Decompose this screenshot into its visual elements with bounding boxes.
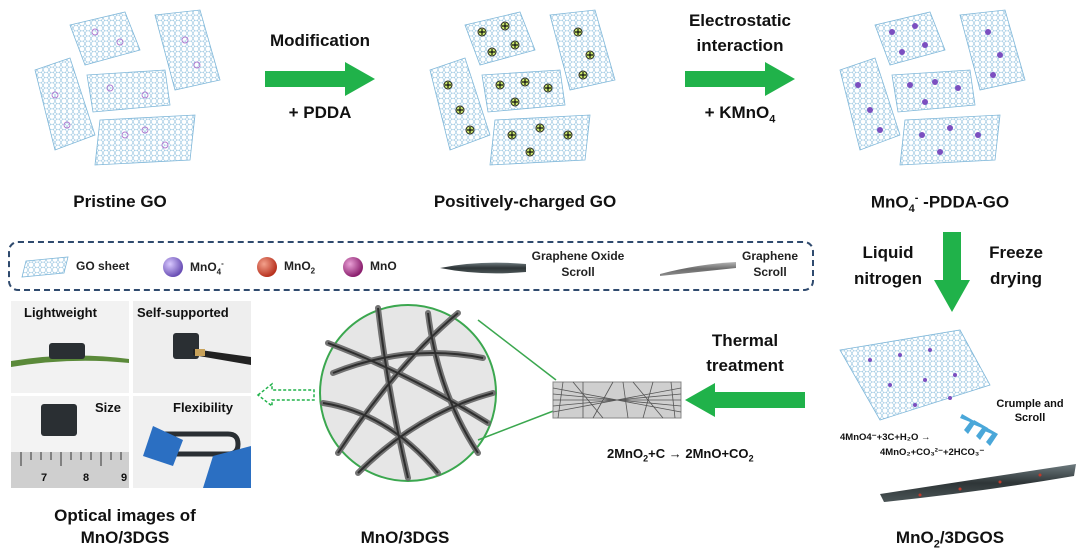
tem-circle-image <box>319 304 497 482</box>
legend-mno2-text: MnO <box>284 259 311 273</box>
mno-ball-icon <box>343 257 363 277</box>
kmno4-text: + KMnO <box>704 103 770 122</box>
mno2-ball-icon <box>257 257 277 277</box>
legend-graphene-scroll-line1: Graphene <box>741 249 798 263</box>
reaction-eq-line2: 4MnO₂+CO₃²⁻+2HCO₃⁻ <box>880 447 985 458</box>
optical-images-caption-line2: MnO/3DGS <box>80 528 170 547</box>
ruler-8: 8 <box>83 472 90 484</box>
liquid-label: Liquid <box>862 243 914 262</box>
flexibility-caption: Flexibility <box>173 400 233 415</box>
positively-charged-go-caption: Positively-charged GO <box>433 192 617 211</box>
mno2-3dgos-scroll <box>880 464 1076 502</box>
mno-3dgs-caption: MnO/3DGS <box>360 528 450 547</box>
legend-mno2: MnO2 <box>284 259 315 275</box>
go-sheet-icon <box>21 256 69 278</box>
legend-mno2-sub: 2 <box>310 266 316 276</box>
optical-images-caption-line1: Optical images of <box>54 506 196 525</box>
electrostatic-label: Electrostatic <box>688 11 792 30</box>
pdda-label: + PDDA <box>288 103 352 122</box>
3dgos-text: /3DGOS <box>939 528 1005 547</box>
mno4-sup: - <box>914 192 919 204</box>
size-caption: Size <box>95 400 122 415</box>
mno2-sub: 2 <box>933 538 940 551</box>
zoom-lines <box>477 319 557 441</box>
mno4-pdda-go-illustration <box>839 9 1026 166</box>
ruler-7: 7 <box>41 472 48 484</box>
legend-graphene-scroll-line2: Scroll <box>753 265 787 279</box>
drying-label: drying <box>990 269 1042 288</box>
arrow-electrostatic <box>685 62 795 96</box>
reaction-eq-line1: 4MnO4⁻+3C+H₂O → <box>840 432 931 443</box>
pristine-go-caption: Pristine GO <box>73 192 167 211</box>
photo-flexibility <box>133 396 251 488</box>
crumple-label-line2: Scroll <box>1014 412 1046 424</box>
crumple-sheet-illustration <box>839 329 991 421</box>
modification-label: Modification <box>269 31 371 50</box>
crumple-chevrons-icon <box>960 414 998 446</box>
treatment-label: treatment <box>706 356 784 375</box>
photo-self-supported <box>133 301 251 393</box>
legend-box: GO sheet MnO4- MnO2 MnO Graphene Oxide S… <box>8 241 814 291</box>
mno2-text: MnO <box>895 528 934 547</box>
thermal-equation: 2MnO2+C → 2MnO+CO2 <box>607 446 754 464</box>
photo-size: 7 8 9 <box>11 396 129 488</box>
legend-go-scroll-line1: Graphene Oxide <box>531 249 625 263</box>
go-scroll-icon <box>440 262 526 274</box>
legend-mno: MnO <box>370 259 397 273</box>
lightweight-caption: Lightweight <box>24 305 97 320</box>
kmno4-sub: 4 <box>769 113 776 126</box>
ruler-9: 9 <box>121 472 128 484</box>
mno-3dgs-block <box>552 381 682 419</box>
eq-sub2: 2 <box>748 453 754 464</box>
legend-mno4-sup: - <box>221 259 224 268</box>
crumple-label-line1: Crumple and <box>996 398 1064 410</box>
legend-go-scroll-line2: Scroll <box>561 265 595 279</box>
pristine-go-illustration <box>34 9 221 166</box>
legend-mno4: MnO4- <box>190 259 224 276</box>
kmno4-label: + KMnO4 <box>650 103 830 125</box>
arrow-freeze-drying <box>934 232 970 312</box>
arrow-thermal <box>685 383 805 417</box>
freeze-label: Freeze <box>989 243 1043 262</box>
mno4-text: MnO <box>870 192 909 212</box>
photo-lightweight <box>11 301 129 393</box>
legend-mno4-text: MnO <box>190 260 217 274</box>
eq-part2: +C → 2MnO+CO <box>648 446 749 461</box>
hollow-arrow-left <box>256 382 315 408</box>
eq-sub1: 2 <box>643 453 649 464</box>
pdda-go-text: -PDDA-GO <box>918 192 1010 212</box>
mno4-ball-icon <box>163 257 183 277</box>
mno2-3dgos-caption: MnO2/3DGOS <box>870 528 1030 550</box>
thermal-label: Thermal <box>711 331 779 350</box>
legend-mno4-sub: 4 <box>216 267 222 277</box>
eq-part1: 2MnO <box>607 446 644 461</box>
mno4-pdda-go-caption: MnO4- -PDDA-GO <box>840 192 1040 215</box>
positively-charged-go-illustration <box>429 9 616 166</box>
graphene-scroll-icon <box>660 262 736 276</box>
arrow-modification <box>265 62 375 96</box>
legend-go-sheet: GO sheet <box>76 259 130 273</box>
self-supported-caption: Self-supported <box>137 305 229 320</box>
nitrogen-label: nitrogen <box>854 269 922 288</box>
interaction-label: interaction <box>696 36 784 55</box>
mno4-sub: 4 <box>908 203 915 216</box>
